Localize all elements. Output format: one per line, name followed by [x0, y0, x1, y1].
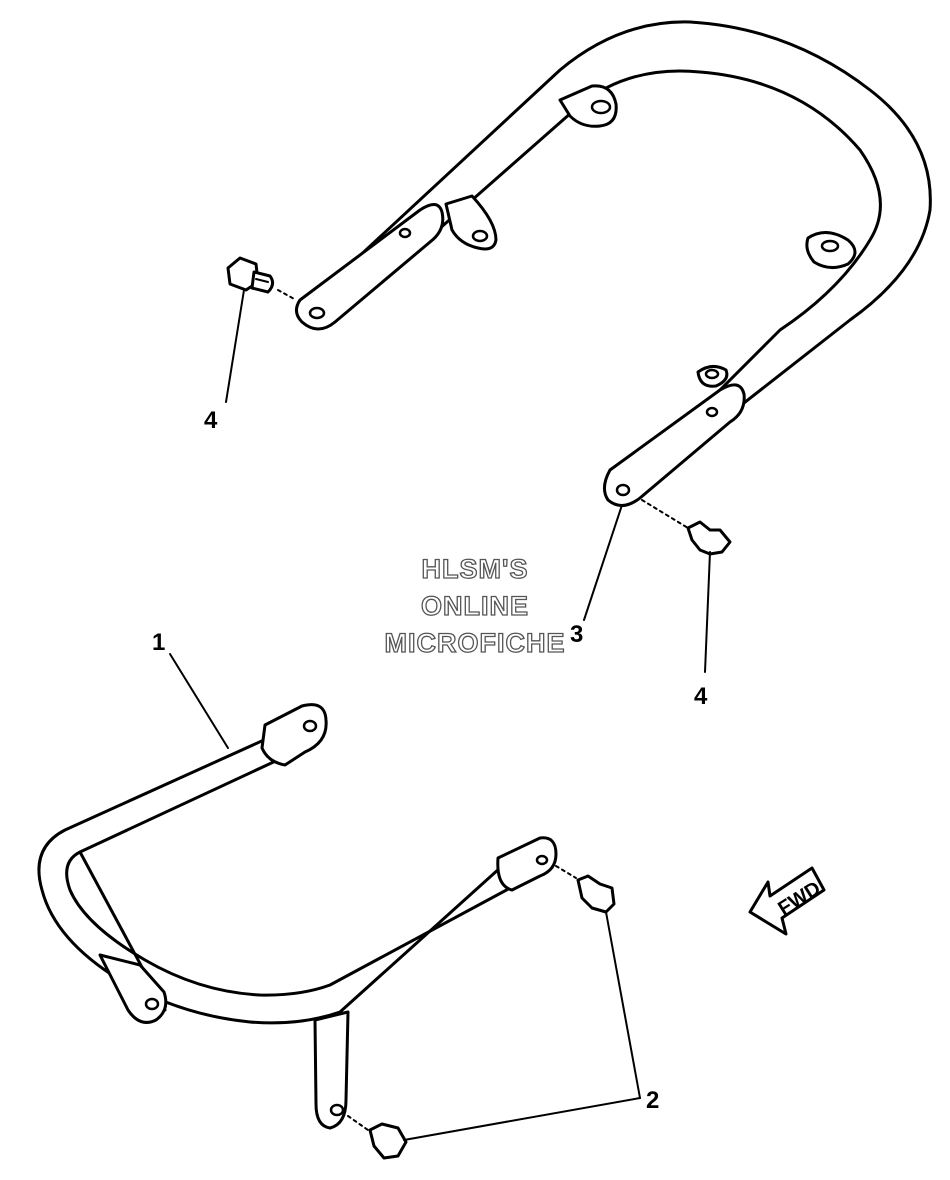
bolt-upper-right [641, 499, 732, 556]
bolt-lower-right [555, 865, 616, 914]
callout-1: 1 [152, 629, 165, 656]
watermark-line-3: MICROFICHE [385, 628, 566, 658]
watermark: HLSM'S ONLINE MICROFICHE [384, 553, 566, 658]
watermark-line-2: ONLINE [421, 591, 529, 621]
callout-2: 2 [646, 1087, 659, 1114]
bolt-upper-left [226, 256, 297, 301]
lower-grab-bar [37, 703, 558, 1130]
forward-arrow-icon: FWD [748, 866, 826, 936]
bolt-lower-front [347, 1115, 408, 1160]
callout-3: 3 [570, 621, 583, 648]
leader-lines [169, 289, 711, 1141]
callout-4-upper: 4 [204, 407, 218, 434]
watermark-line-1: HLSM'S [422, 554, 529, 584]
upper-grab-bar [295, 20, 932, 507]
callout-4-lower: 4 [694, 683, 708, 710]
